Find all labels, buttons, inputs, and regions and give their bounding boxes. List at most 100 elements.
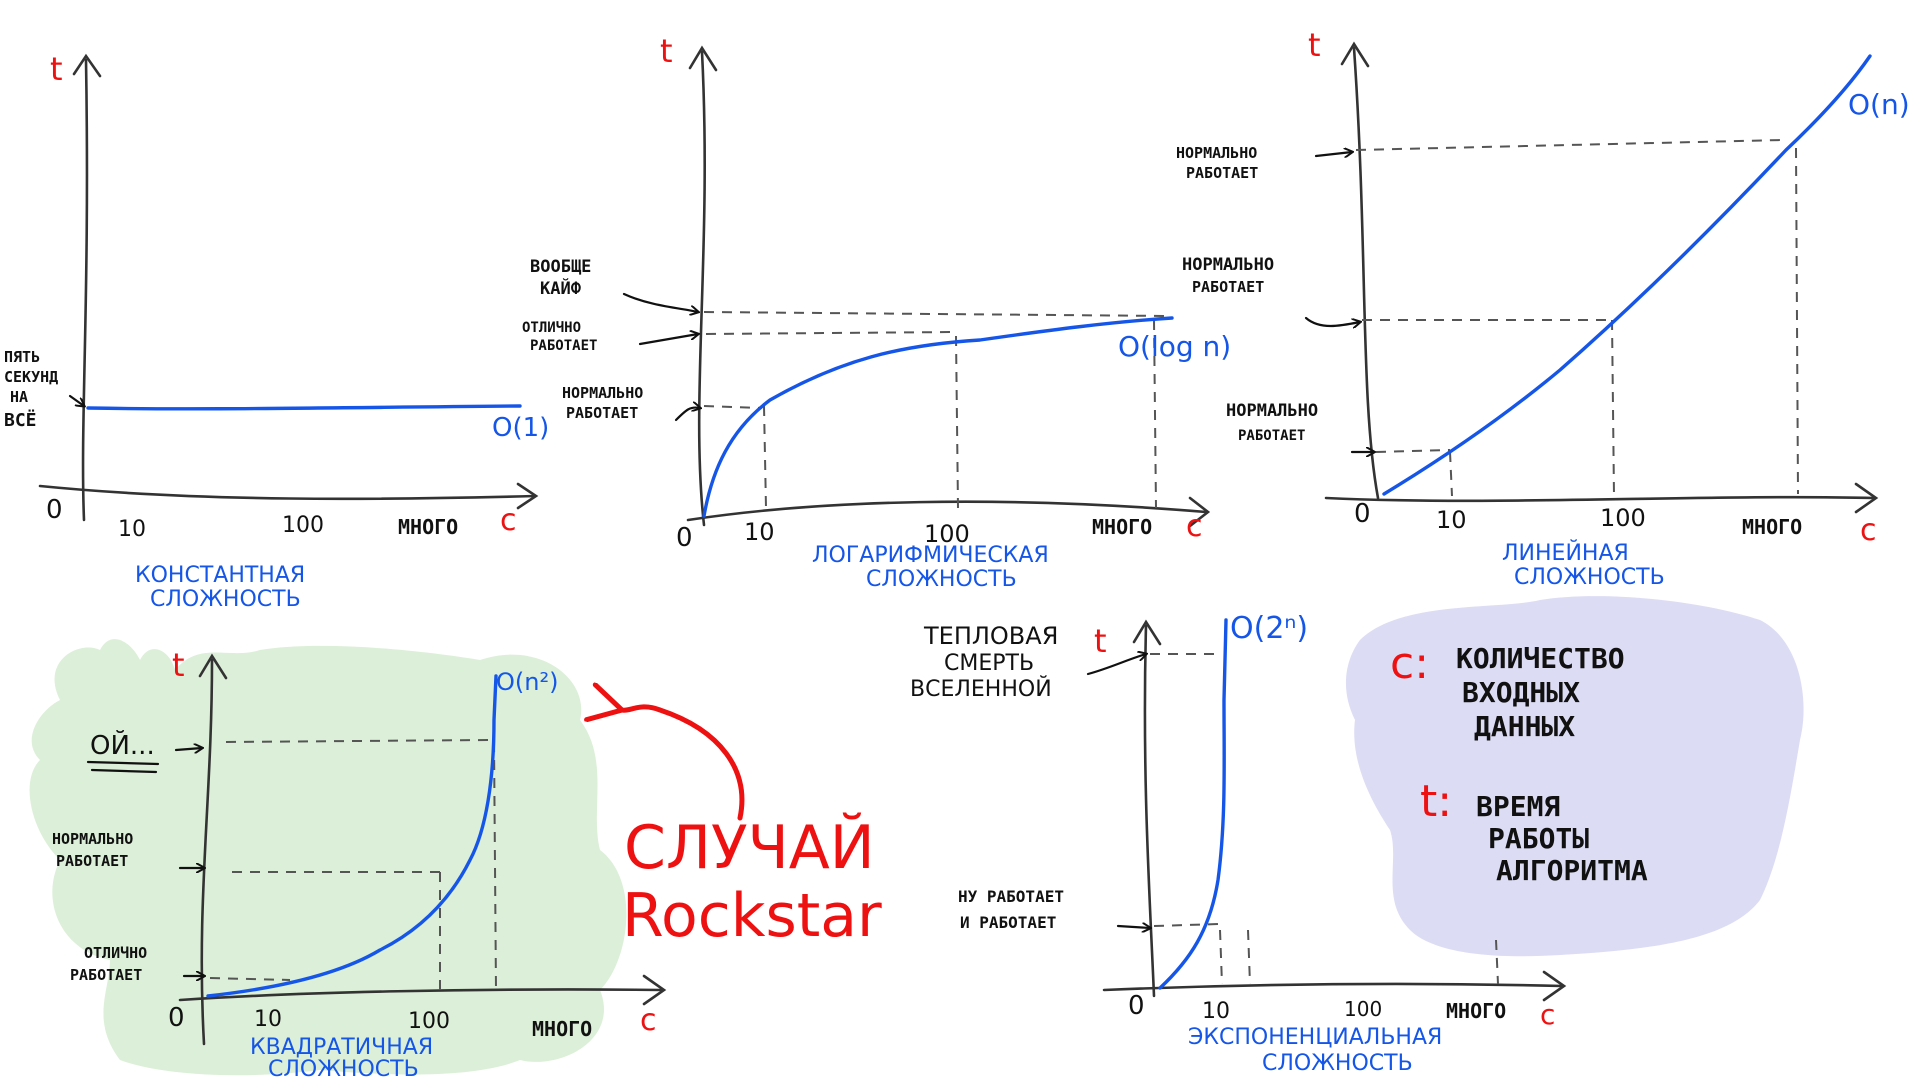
p5-curve-label: O(2ⁿ) <box>1230 611 1308 646</box>
p5-ann2-arrow <box>1116 926 1150 928</box>
p1-tick-0: 0 <box>46 495 63 525</box>
p4-guide-low <box>209 977 291 981</box>
p5-tick-100: 100 <box>1344 997 1382 1021</box>
p4-title-line1: КВАДРАТИЧНАЯ <box>250 1035 433 1060</box>
legend-c-line1: КОЛИЧЕСТВО <box>1456 642 1625 675</box>
p3-tick-0: 0 <box>1354 499 1371 529</box>
p5-vguide-14 <box>1247 929 1251 985</box>
p5-tick-10: 10 <box>1202 999 1230 1024</box>
p4-tick-many: МНОГО <box>532 1017 592 1041</box>
p2-ann1-line1: ВООБЩЕ <box>530 257 591 277</box>
p5-guide-low <box>1153 923 1221 927</box>
p1-ann-line1: ПЯТЬ <box>4 348 40 366</box>
p3-t-letter: t <box>1308 26 1321 64</box>
p2-tick-100: 100 <box>924 520 970 548</box>
panel-quadratic: t c 0 10 100 МНОГО O(n²) ОЙ... НОРМАЛЬНО… <box>52 646 667 1080</box>
lavender-cloud-background <box>1345 596 1804 957</box>
p2-ann2-line2: РАБОТАЕТ <box>530 338 597 354</box>
p4-guide-top <box>225 739 489 743</box>
p3-ann1-arrow <box>1314 152 1352 156</box>
p3-ann2-line1: НОРМАЛЬНО <box>1182 255 1274 275</box>
p4-t-letter: t <box>172 646 185 684</box>
p2-x-axis <box>686 500 1208 522</box>
p3-tick-many: МНОГО <box>1742 515 1802 539</box>
p3-x-axis <box>1324 495 1876 503</box>
p3-title-line2: СЛОЖНОСТЬ <box>1514 565 1665 590</box>
p5-ann1-line3: ВСЕЛЕННОЙ <box>910 676 1052 702</box>
p5-y-axis <box>1143 624 1156 998</box>
p3-x-arrowhead <box>1854 482 1879 514</box>
p2-vguide-10 <box>763 405 767 509</box>
p4-tick-10: 10 <box>254 1007 282 1032</box>
p4-ann1-underline <box>86 760 160 774</box>
green-cloud-background <box>29 639 627 1076</box>
p1-ann-line2: СЕКУНД <box>4 368 58 386</box>
p4-x-arrowhead <box>642 974 667 1006</box>
p5-tick-many: МНОГО <box>1446 999 1506 1023</box>
p1-y-axis <box>81 58 89 522</box>
legend-t-line3: АЛГОРИТМА <box>1496 854 1648 887</box>
p4-tick-0: 0 <box>168 1003 185 1033</box>
p3-y-axis <box>1352 46 1380 500</box>
p3-title-line1: ЛИНЕЙНАЯ <box>1502 540 1629 566</box>
p2-ann3-line1: НОРМАЛЬНО <box>562 384 643 402</box>
p1-t-letter: t <box>50 50 63 88</box>
p3-y-arrowhead <box>1340 41 1370 68</box>
p1-title-line2: СЛОЖНОСТЬ <box>150 587 301 612</box>
p1-c-letter: c <box>500 503 517 538</box>
p2-ann3-arrow <box>674 408 700 422</box>
p2-x-arrowhead <box>1188 496 1211 528</box>
p2-tick-10: 10 <box>744 518 775 546</box>
p3-guide-top <box>1355 139 1783 151</box>
legend-t-symbol: t: <box>1420 776 1452 827</box>
legend-t-line2: РАБОТЫ <box>1488 822 1589 855</box>
p5-title-line2: СЛОЖНОСТЬ <box>1262 1051 1413 1076</box>
p5-ann2-line1: НУ РАБОТАЕТ <box>958 887 1064 906</box>
rockstar-callout: СЛУЧАЙ Rockstar <box>622 707 882 951</box>
p4-ann1-line1: ОЙ... <box>90 729 155 761</box>
p5-t-letter: t <box>1094 622 1107 660</box>
p5-vguide-10 <box>1219 929 1223 985</box>
p5-ann2-line2: И РАБОТАЕТ <box>960 913 1056 932</box>
legend-c-line2: ВХОДНЫХ <box>1462 676 1580 709</box>
p2-title-line2: СЛОЖНОСТЬ <box>866 567 1017 592</box>
p5-title-line1: ЭКСПОНЕНЦИАЛЬНАЯ <box>1188 1025 1442 1050</box>
p3-vguide-10 <box>1449 451 1453 497</box>
p3-tick-10: 10 <box>1436 506 1467 534</box>
p2-tick-many: МНОГО <box>1092 515 1152 539</box>
p1-ann-line3: НА <box>10 388 28 406</box>
p2-tick-0: 0 <box>676 523 693 553</box>
p2-ann1-arrow <box>622 292 698 312</box>
p4-y-axis <box>200 658 214 1046</box>
p4-y-arrowhead <box>198 653 228 680</box>
p1-tick-100: 100 <box>282 513 324 538</box>
p3-tick-100: 100 <box>1600 504 1646 532</box>
p4-curve-label: O(n²) <box>496 668 558 696</box>
p2-guide-top <box>703 311 1171 317</box>
p2-ann2-line1: ОТЛИЧНО <box>522 320 581 336</box>
p4-ann3-line2: РАБОТАЕТ <box>70 966 142 984</box>
p4-curve-on2 <box>206 674 498 998</box>
p5-c-letter: c <box>1540 998 1555 1031</box>
panel-constant: t c 0 10 100 МНОГО O(1) ПЯТЬ СЕКУНД НА В… <box>4 50 549 612</box>
p1-y-arrowhead <box>72 53 102 78</box>
p1-x-axis <box>38 484 537 501</box>
legend-c-line3: ДАННЫХ <box>1474 710 1575 743</box>
rockstar-arrow <box>622 707 745 821</box>
legend-box: c: КОЛИЧЕСТВО ВХОДНЫХ ДАННЫХ t: ВРЕМЯ РА… <box>1390 638 1648 887</box>
p3-curve-on <box>1382 54 1872 496</box>
p2-vguide-many <box>1153 319 1157 509</box>
p4-ann2-line2: РАБОТАЕТ <box>56 852 128 870</box>
p4-title-line2: СЛОЖНОСТЬ <box>268 1057 419 1080</box>
p5-ann1-arrow <box>1086 654 1146 676</box>
p4-tick-100: 100 <box>408 1009 450 1034</box>
p1-title-line1: КОНСТАНТНАЯ <box>135 563 305 588</box>
p1-tick-10: 10 <box>118 517 146 542</box>
p4-ann1-arrow <box>174 748 202 750</box>
panel-logarithmic: t c 0 10 100 МНОГО O(log n) ВООБЩЕ КАЙФ … <box>522 32 1231 592</box>
p5-vguide-many <box>1495 939 1499 985</box>
p1-curve-label: O(1) <box>492 413 549 443</box>
p4-c-letter: c <box>640 1003 657 1038</box>
legend-t-line1: ВРЕМЯ <box>1476 790 1560 823</box>
